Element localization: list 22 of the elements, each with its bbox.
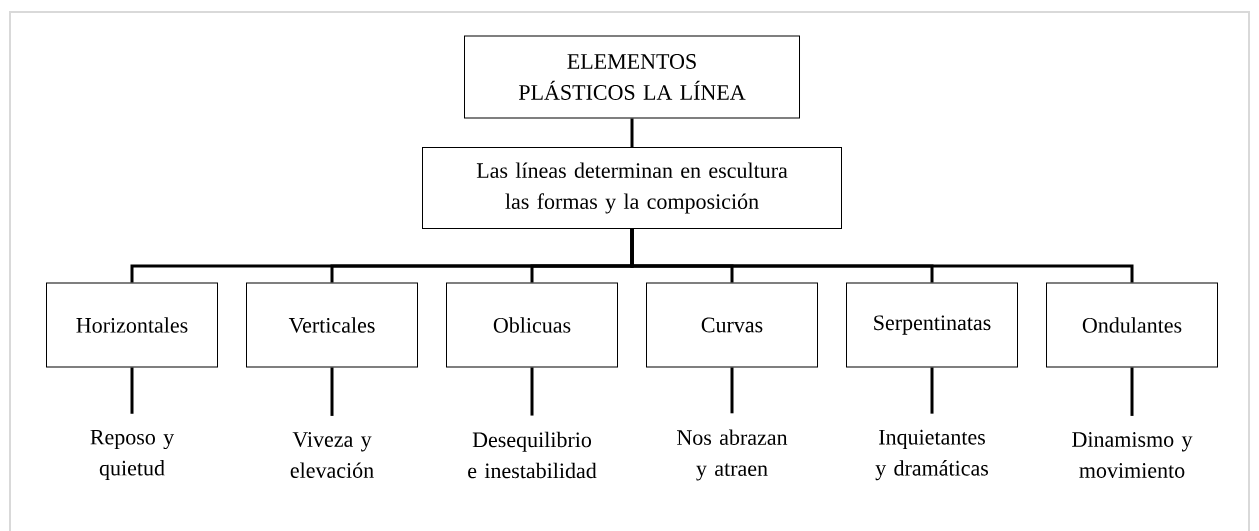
category-box: Oblicuas bbox=[446, 282, 618, 368]
connector-line bbox=[1130, 367, 1134, 416]
connector-line bbox=[730, 367, 734, 414]
connector-line bbox=[130, 367, 134, 414]
category-box: Serpentinatas bbox=[846, 282, 1018, 368]
connector-line bbox=[530, 367, 534, 416]
category-box: Ondulantes bbox=[1046, 282, 1218, 368]
category-box: Horizontales bbox=[46, 282, 218, 368]
description-text: Reposo y quietud bbox=[90, 429, 175, 481]
description-text: Dinamismo y movimiento bbox=[1072, 432, 1193, 478]
category-box: Curvas bbox=[646, 282, 818, 368]
description-text: Inquietantes y dramáticas bbox=[875, 429, 989, 481]
connector-line bbox=[630, 118, 634, 147]
connector-line bbox=[930, 367, 934, 414]
connector-line bbox=[630, 229, 1134, 283]
category-box: Verticales bbox=[246, 282, 418, 368]
description-text: Nos abrazan y atraen bbox=[677, 429, 788, 481]
connector-line bbox=[330, 367, 334, 416]
description-text: Viveza y elevación bbox=[290, 432, 374, 478]
title-box: ELEMENTOS PLÁSTICOS LA LÍNEA bbox=[464, 35, 800, 119]
text-box: Las líneas determinan en escultura las formas y la composición bbox=[422, 147, 842, 229]
description-text: Desequilibrio e inestabilidad bbox=[468, 431, 597, 479]
